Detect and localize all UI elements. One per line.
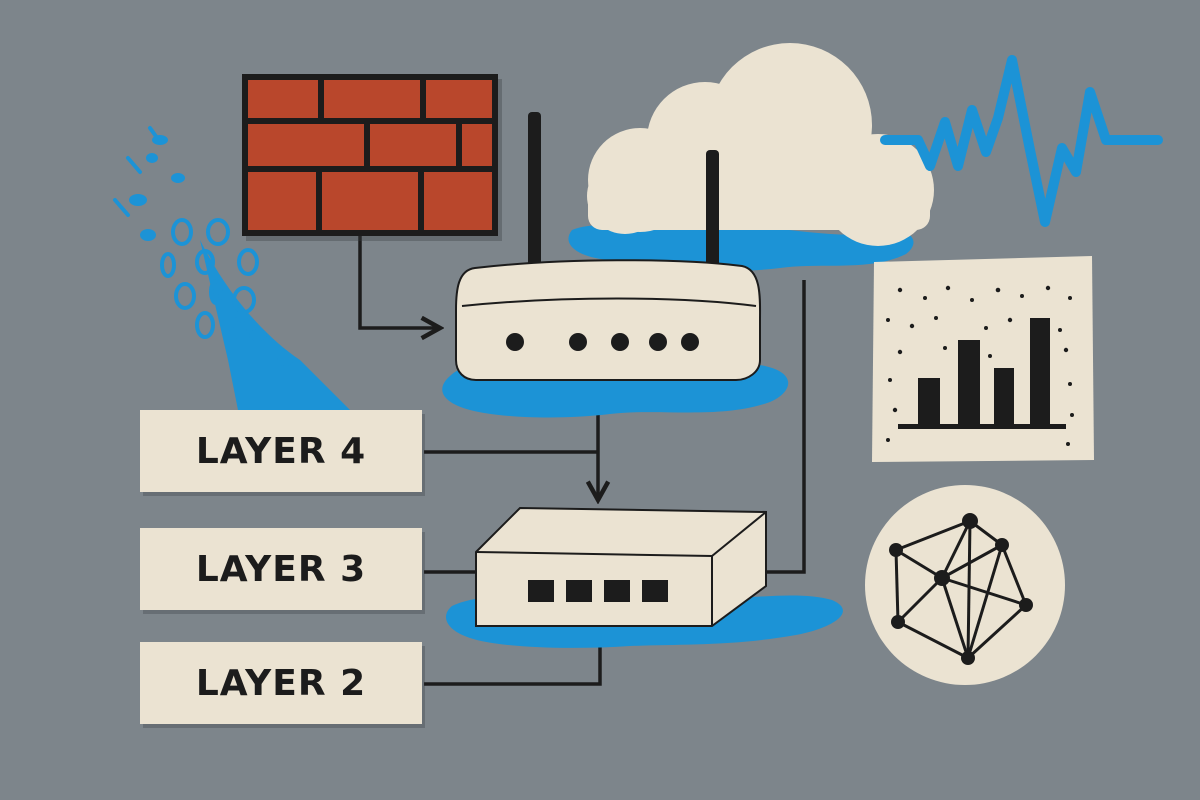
firewall-icon xyxy=(242,74,502,241)
bar-chart-icon xyxy=(872,256,1094,462)
data-stream-icon xyxy=(113,126,350,410)
layer-3-label: LAYER 3 xyxy=(195,548,367,590)
router-icon xyxy=(442,112,789,418)
layer-4-label: LAYER 4 xyxy=(195,430,367,472)
signal-wave-icon xyxy=(880,55,1163,227)
layer-4-label-box: LAYER 4 xyxy=(140,410,422,492)
cloud-icon xyxy=(568,43,934,271)
router-antenna-left xyxy=(528,112,541,272)
switch-icon xyxy=(446,506,843,648)
layer-3-label-box: LAYER 3 xyxy=(140,528,422,610)
router-antenna-right xyxy=(706,150,719,272)
layer-2-label: LAYER 2 xyxy=(195,662,367,704)
layer-2-label-box: LAYER 2 xyxy=(140,642,422,724)
network-graph-icon xyxy=(865,485,1065,685)
cloud-to-switch-line xyxy=(766,280,806,574)
firewall-to-router-line xyxy=(358,230,440,328)
